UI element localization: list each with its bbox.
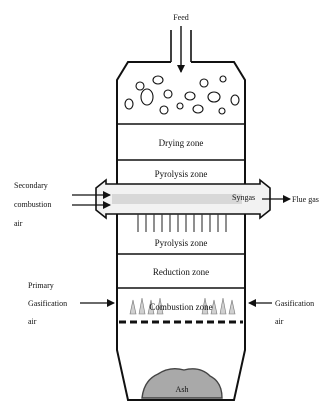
- secondary-air-label-3: air: [14, 219, 23, 228]
- gasification-air-label-1: Gasification: [275, 299, 314, 308]
- secondary-air-label-2: combustion: [14, 200, 51, 209]
- combustion-zone-label: Combustion zone: [149, 302, 212, 312]
- pyrolysis-zone-upper-label: Pyrolysis zone: [155, 169, 208, 179]
- combustion-flames: [129, 297, 236, 315]
- syngas-label: Syngas: [232, 193, 255, 202]
- syngas-duct: [95, 178, 271, 220]
- flue-gas-label: Flue gas: [292, 195, 319, 204]
- drying-zone-label: Drying zone: [159, 138, 204, 148]
- secondary-air-label-1: Secondary: [14, 181, 48, 190]
- gas-flow-lines: [137, 214, 227, 232]
- feedstock-particles: [124, 75, 240, 115]
- ash-pile: [141, 367, 223, 399]
- primary-air-label-3: air: [28, 317, 37, 326]
- reduction-zone-label: Reduction zone: [153, 267, 209, 277]
- feed-inlet: [170, 26, 192, 73]
- feed-label: Feed: [173, 13, 189, 22]
- gasifier-vessel: [116, 61, 246, 401]
- primary-air-label-1: Primary: [28, 281, 54, 290]
- primary-air-label-2: Gasification: [28, 299, 67, 308]
- gasification-air-label-2: air: [275, 317, 284, 326]
- ash-label: Ash: [176, 385, 189, 394]
- pyrolysis-zone-lower-label: Pyrolysis zone: [155, 238, 208, 248]
